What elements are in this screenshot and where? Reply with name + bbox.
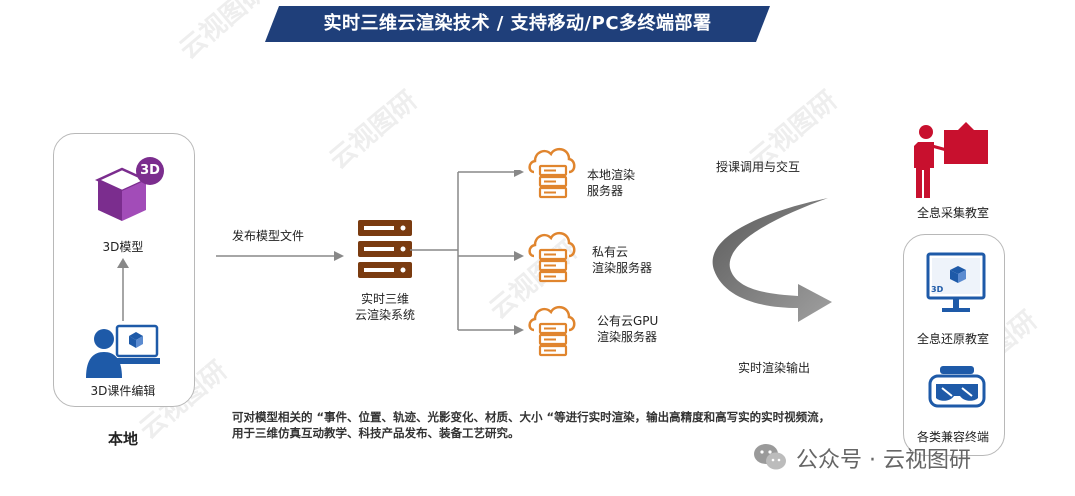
person-editor-icon: [86, 324, 160, 378]
watermark: 云视图研: [324, 85, 424, 176]
page-title: 实时三维云渲染技术 / 支持移动/PC多终端部署: [323, 13, 712, 34]
server-label-line2: 渲染服务器: [592, 261, 653, 275]
collect-label: 全息采集教室: [916, 206, 989, 220]
presenter-icon: [914, 122, 988, 198]
system-label-line2: 云渲染系统: [354, 308, 415, 322]
footer-account: 公众号 · 云视图研: [796, 448, 971, 473]
model-label: 3D模型: [102, 240, 144, 254]
system-label-line1: 实时三维: [360, 292, 409, 306]
up-arrow: [117, 258, 129, 321]
cloud-server-icon: [528, 305, 576, 357]
publish-label: 发布模型文件: [232, 229, 305, 243]
publish-arrow: [216, 251, 344, 261]
watermark: 云视图研: [174, 0, 274, 66]
description-line2: 用于三维仿真互动教学、科技产品发布、装备工艺研究。: [232, 426, 520, 440]
monitor-badge: 3D: [931, 285, 944, 294]
server-label-line2: 渲染服务器: [597, 330, 658, 344]
server-label-line1: 私有云: [592, 245, 629, 259]
wechat-icon: [754, 444, 786, 470]
description-line1: 可对模型相关的 “事件、位置、轨迹、光影变化、材质、大小 “等进行实时渲染，输出…: [232, 410, 831, 424]
editor-label: 3D课件编辑: [90, 384, 156, 398]
server-label-line2: 服务器: [587, 184, 624, 198]
vr-headset-icon: [928, 366, 986, 408]
title-banner: [265, 6, 770, 42]
server-label-line1: 公有云GPU: [597, 314, 659, 328]
curved-arrow: [712, 198, 832, 322]
server-rack-icon: [358, 220, 412, 278]
monitor-icon: [926, 252, 986, 312]
curve-bottom-label: 实时渲染输出: [738, 361, 811, 375]
cube-badge: 3D: [140, 163, 160, 178]
cloud-server-icon: [528, 231, 576, 283]
terminal-label: 各类兼容终端: [916, 430, 989, 444]
local-section-label: 本地: [107, 430, 138, 448]
branch-connectors: [410, 170, 524, 335]
cloud-server-icon: [528, 147, 576, 199]
cube-3d-icon: [94, 157, 164, 221]
server-label-line1: 本地渲染: [587, 168, 636, 182]
restore-label: 全息还原教室: [916, 332, 989, 346]
curve-top-label: 授课调用与交互: [716, 160, 801, 174]
